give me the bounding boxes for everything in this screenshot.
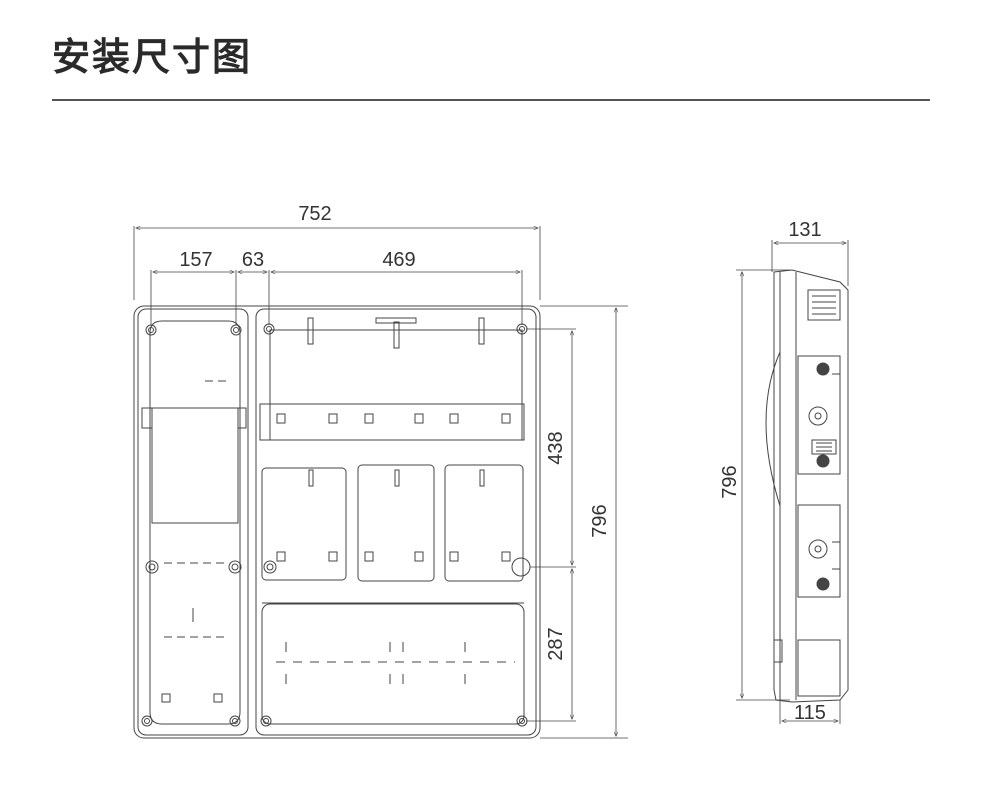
left-panel-inner — [149, 320, 241, 725]
side-view — [765, 269, 849, 703]
side-outline — [773, 269, 849, 703]
left-panel — [137, 308, 249, 736]
left-square-2 — [213, 693, 223, 703]
post-3 — [478, 317, 485, 345]
left-bracket — [141, 407, 153, 429]
side-knob-1 — [808, 406, 828, 426]
dim-overall-height: 796 — [589, 504, 611, 537]
side-cap-3 — [816, 577, 830, 591]
right-top-area — [269, 329, 523, 441]
dim-side-base-depth: 115 — [794, 702, 826, 724]
right-hole-bl — [260, 715, 272, 727]
side-cap-1 — [816, 362, 830, 376]
dim-side-depth: 131 — [788, 219, 821, 241]
right-hole-tl — [263, 323, 275, 335]
dim-left-width: 157 — [179, 249, 212, 271]
side-vent-mid — [811, 439, 837, 455]
side-block-3 — [797, 639, 841, 697]
dim-gap-width: 63 — [242, 249, 264, 271]
left-upper-block — [151, 407, 239, 524]
post-1 — [307, 317, 314, 345]
front-outer-frame — [133, 305, 541, 739]
right-rail-1 — [259, 403, 525, 441]
post-2 — [393, 321, 400, 349]
dim-side-height: 796 — [719, 465, 741, 498]
left-hole-mr — [228, 560, 242, 574]
side-curve — [765, 351, 781, 507]
title-divider — [52, 99, 930, 101]
side-vent-top — [807, 289, 841, 321]
top-bar — [375, 317, 417, 324]
front-dimensions — [133, 226, 628, 739]
right-bracket — [237, 407, 247, 429]
front-view — [133, 305, 541, 739]
dim-right-width: 469 — [382, 249, 415, 271]
meter-bay-2 — [357, 464, 435, 582]
dim-lower-height: 287 — [545, 627, 567, 660]
dim-upper-height: 438 — [545, 431, 567, 464]
side-block-1 — [797, 355, 841, 475]
side-block-2 — [797, 504, 841, 598]
page-title: 安装尺寸图 — [52, 35, 253, 79]
left-hole-br — [229, 715, 241, 727]
left-hole-ml — [145, 560, 159, 574]
side-cap-2 — [816, 454, 830, 468]
left-hole-bl — [141, 715, 153, 727]
right-hole-ml — [263, 560, 277, 574]
meter-bay-1 — [261, 467, 347, 581]
left-square-1 — [161, 693, 171, 703]
dim-overall-width: 752 — [298, 203, 331, 225]
meter-bay-3 — [444, 464, 524, 582]
lower-area — [261, 603, 525, 725]
right-hole-mr — [511, 557, 531, 577]
right-panel — [255, 308, 537, 736]
side-knob-2 — [808, 539, 828, 559]
side-dimensions — [736, 240, 849, 724]
